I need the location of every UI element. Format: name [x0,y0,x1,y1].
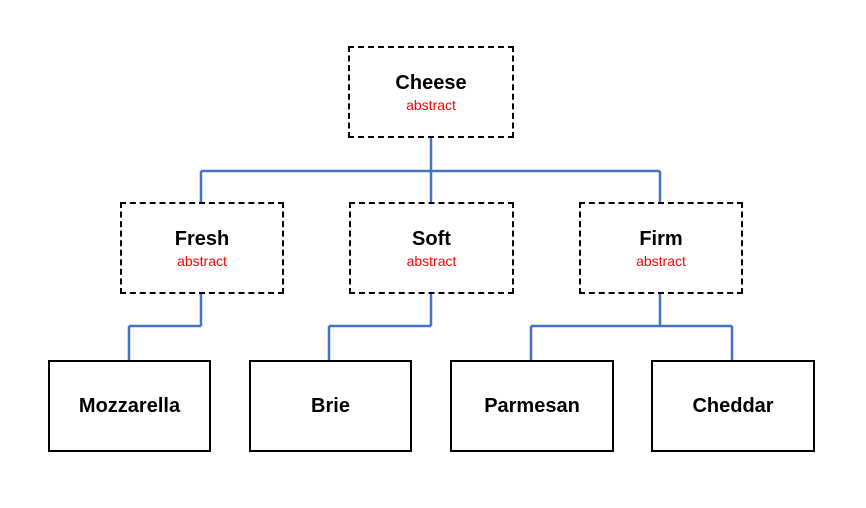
node-cheddar: Cheddar [651,360,815,452]
node-firm-label: Firm [639,227,683,250]
node-soft-label: Soft [412,227,451,250]
node-brie-label: Brie [311,395,350,417]
node-soft: Soft abstract [349,202,514,294]
node-mozzarella: Mozzarella [48,360,211,452]
node-fresh: Fresh abstract [120,202,284,294]
node-parmesan-label: Parmesan [484,395,580,417]
node-brie: Brie [249,360,412,452]
node-fresh-tag: abstract [177,252,227,269]
node-fresh-label: Fresh [174,227,230,250]
node-mozzarella-label: Mozzarella [78,395,181,417]
node-firm-tag: abstract [636,252,686,269]
node-soft-tag: abstract [406,252,457,269]
node-cheese-tag: abstract [406,96,456,113]
node-firm: Firm abstract [579,202,743,294]
node-cheddar-label: Cheddar [692,395,774,417]
node-cheese: Cheese abstract [348,46,514,138]
node-cheese-label: Cheese [395,71,467,94]
node-parmesan: Parmesan [450,360,614,452]
